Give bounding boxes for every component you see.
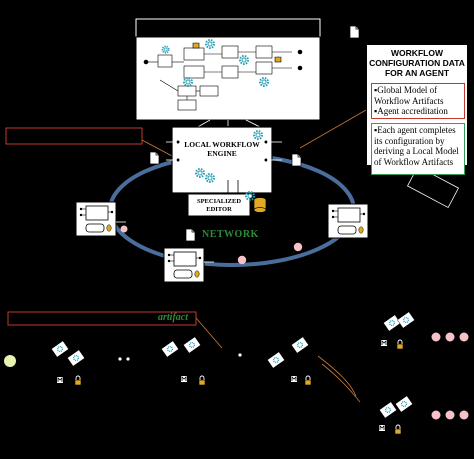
config-global-items: ▪Global Model of Workflow Artifacts ▪Age…: [371, 83, 465, 119]
document-icon: [149, 151, 160, 165]
local-workflow-engine: [166, 126, 282, 195]
legend-box: [5, 127, 143, 145]
callout-box: [406, 165, 460, 209]
network-label: NETWORK: [202, 229, 259, 240]
token: [431, 410, 441, 420]
config-local-items: ▪Each agent completes its configuration …: [371, 123, 465, 175]
artifact-label: artifact: [158, 312, 188, 323]
token: [459, 332, 469, 342]
start-token: [4, 355, 16, 367]
global-model-panel: [135, 18, 321, 121]
specialized-editor: [187, 191, 267, 217]
workflow-config-box: WORKFLOW CONFIGURATION DATA FOR AN AGENT…: [366, 44, 468, 175]
token: [431, 332, 441, 342]
token: [237, 255, 247, 265]
global-model-header: [135, 18, 321, 38]
config-item-global-model: ▪Global Model of Workflow Artifacts: [374, 85, 444, 106]
document-icon: [349, 25, 360, 39]
token: [120, 225, 128, 233]
token: [293, 242, 303, 252]
config-item-local-model: ▪Each agent completes its configuration …: [374, 125, 459, 167]
token: [445, 332, 455, 342]
agent-node-right: [327, 203, 369, 239]
document-icon: [291, 153, 302, 167]
engine-title: LOCAL WORKFLOW ENGINE: [184, 140, 260, 158]
token: [459, 410, 469, 420]
agent-node-left: [75, 201, 117, 237]
document-icon: [185, 228, 196, 242]
config-title: WORKFLOW CONFIGURATION DATA FOR AN AGENT: [369, 48, 465, 78]
editor-title: SPECIALIZED EDITOR: [196, 198, 242, 213]
token: [445, 410, 455, 420]
agent-node-bottom: [163, 247, 205, 283]
config-item-accreditation: ▪Agent accreditation: [374, 106, 448, 116]
workflow-model-sketch: [143, 45, 303, 111]
